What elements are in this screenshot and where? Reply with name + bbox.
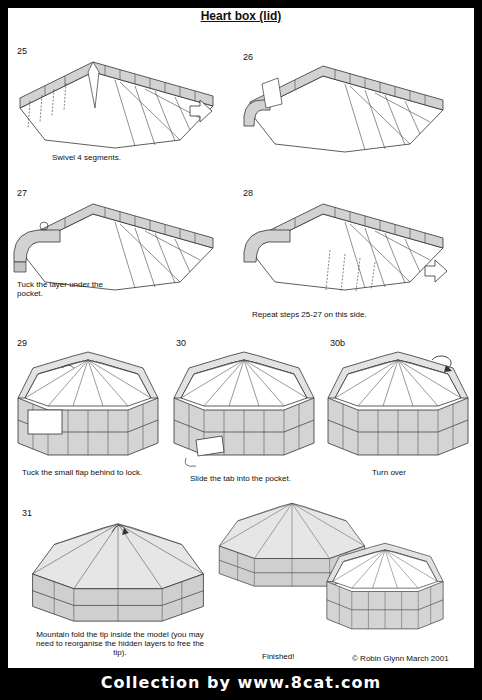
instruction-text: Turn over [372,468,406,477]
step-number: 30 [176,338,186,348]
instruction-text: Slide the tab into the pocket. [190,474,291,483]
page-title: Heart box (lid) [0,10,482,24]
step-number: 25 [17,46,27,56]
copyright-notice: © Robin Glynn March 2001 [352,654,449,663]
step-number: 27 [17,188,27,198]
instruction-text: Repeat steps 25-27 on this side. [252,310,367,319]
watermark: Collection by www.8cat.com [0,674,482,692]
instruction-text: Mountain fold the tip inside the model (… [30,630,210,658]
instruction-text: Swivel 4 segments. [52,153,121,162]
step-number: 29 [17,338,27,348]
instruction-text: Tuck the small flap behind to lock. [22,468,142,477]
instruction-text: Tuck the layer under the pocket. [17,280,117,298]
step-number: 26 [243,52,253,62]
caption-text: Finished! [262,652,294,661]
step-number: 28 [243,188,253,198]
step-number: 30b [330,338,345,348]
step-number: 31 [22,508,32,518]
